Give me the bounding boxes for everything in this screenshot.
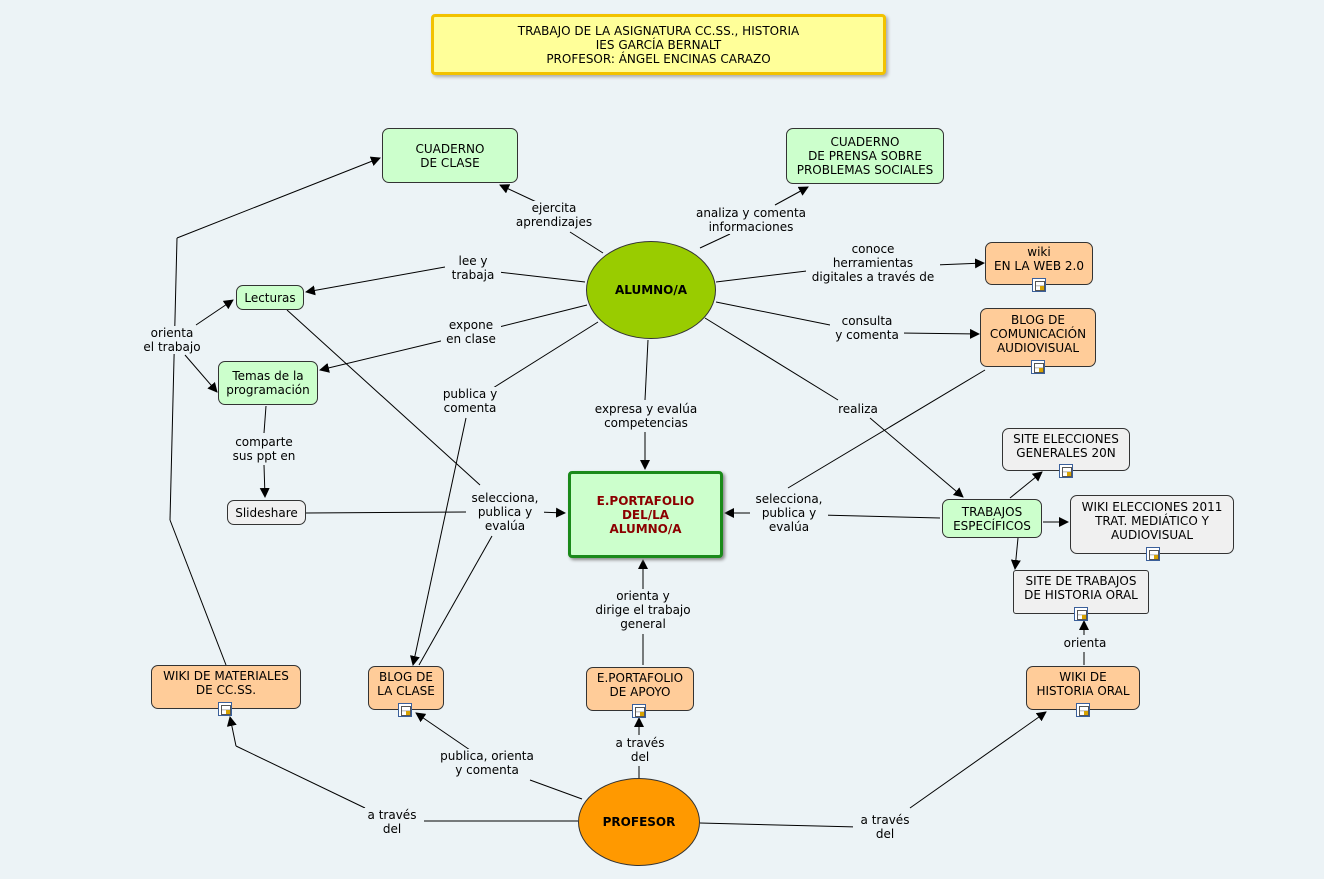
link-label-a-traves-derecha: a través del bbox=[853, 813, 917, 841]
title-line-2: IES GARCÍA BERNALT bbox=[595, 37, 722, 52]
node-lecturas[interactable]: Lecturas bbox=[236, 285, 304, 310]
map-title: TRABAJO DE LA ASIGNATURA CC.SS., HISTORI… bbox=[431, 14, 886, 75]
resource-link-icon[interactable] bbox=[1074, 607, 1088, 621]
node-wiki-materiales[interactable]: WIKI DE MATERIALES DE CC.SS. bbox=[151, 665, 301, 709]
title-line-1: TRABAJO DE LA ASIGNATURA CC.SS., HISTORI… bbox=[517, 23, 800, 38]
node-trabajos-especificos[interactable]: TRABAJOS ESPECÍFICOS bbox=[942, 499, 1042, 538]
link-label-a-traves-apoyo: a través del bbox=[608, 736, 672, 764]
node-eportafolio-apoyo[interactable]: E.PORTAFOLIO DE APOYO bbox=[586, 667, 694, 711]
link-label-expone: expone en clase bbox=[441, 318, 501, 346]
resource-link-icon[interactable] bbox=[218, 702, 232, 716]
link-label-consulta: consulta y comenta bbox=[830, 314, 904, 342]
resource-link-icon[interactable] bbox=[1146, 547, 1160, 561]
node-cuaderno-clase[interactable]: CUADERNO DE CLASE bbox=[382, 128, 518, 183]
resource-link-icon[interactable] bbox=[632, 704, 646, 718]
link-label-orienta-trabajo: orienta el trabajo bbox=[138, 326, 206, 354]
link-label-comparte: comparte sus ppt en bbox=[224, 435, 304, 463]
node-profesor[interactable]: PROFESOR bbox=[578, 778, 700, 866]
resource-link-icon[interactable] bbox=[398, 703, 412, 717]
link-label-lee: lee y trabaja bbox=[445, 254, 501, 282]
link-label-a-traves-izquierda: a través del bbox=[360, 808, 424, 836]
node-cuaderno-prensa[interactable]: CUADERNO DE PRENSA SOBRE PROBLEMAS SOCIA… bbox=[786, 128, 944, 184]
title-line-3: PROFESOR: ÁNGEL ENCINAS CARAZO bbox=[546, 51, 771, 66]
node-blog-clase[interactable]: BLOG DE LA CLASE bbox=[368, 666, 444, 710]
link-label-publica-comenta: publica y comenta bbox=[438, 387, 502, 415]
node-wiki-historia-oral[interactable]: WIKI DE HISTORIA ORAL bbox=[1026, 666, 1140, 710]
link-label-orienta-dirige: orienta y dirige el trabajo general bbox=[586, 589, 700, 631]
link-label-conoce: conoce herramientas digitales a través d… bbox=[806, 242, 940, 284]
node-site-trabajos[interactable]: SITE DE TRABAJOS DE HISTORIA ORAL bbox=[1013, 570, 1149, 614]
link-label-expresa: expresa y evalúa competencias bbox=[587, 402, 705, 430]
node-slideshare[interactable]: Slideshare bbox=[227, 500, 306, 525]
node-eportafolio-alumno[interactable]: E.PORTAFOLIO DEL/LA ALUMNO/A bbox=[568, 471, 723, 558]
link-label-ejercita: ejercita aprendizajes bbox=[511, 201, 597, 229]
resource-link-icon[interactable] bbox=[1059, 464, 1073, 478]
link-label-analiza: analiza y comenta informaciones bbox=[690, 206, 812, 234]
node-wiki-elecciones[interactable]: WIKI ELECCIONES 2011 TRAT. MEDIÁTICO Y A… bbox=[1070, 495, 1234, 554]
resource-link-icon[interactable] bbox=[1032, 278, 1046, 292]
node-site-elecciones[interactable]: SITE ELECCIONES GENERALES 20N bbox=[1002, 428, 1130, 471]
link-label-publica-orienta: publica, orienta y comenta bbox=[432, 749, 542, 777]
link-label-selecciona-izquierda: selecciona, publica y evalúa bbox=[466, 491, 544, 533]
node-wiki-web[interactable]: wiki EN LA WEB 2.0 bbox=[985, 242, 1093, 285]
resource-link-icon[interactable] bbox=[1031, 360, 1045, 374]
resource-link-icon[interactable] bbox=[1076, 703, 1090, 717]
node-temas[interactable]: Temas de la programación bbox=[218, 361, 318, 405]
link-label-realiza: realiza bbox=[834, 402, 882, 416]
node-blog-comunicacion[interactable]: BLOG DE COMUNICACIÓN AUDIOVISUAL bbox=[980, 308, 1096, 367]
node-alumno[interactable]: ALUMNO/A bbox=[586, 241, 716, 339]
link-label-selecciona-derecha: selecciona, publica y evalúa bbox=[750, 492, 828, 534]
link-label-orienta: orienta bbox=[1058, 636, 1112, 650]
